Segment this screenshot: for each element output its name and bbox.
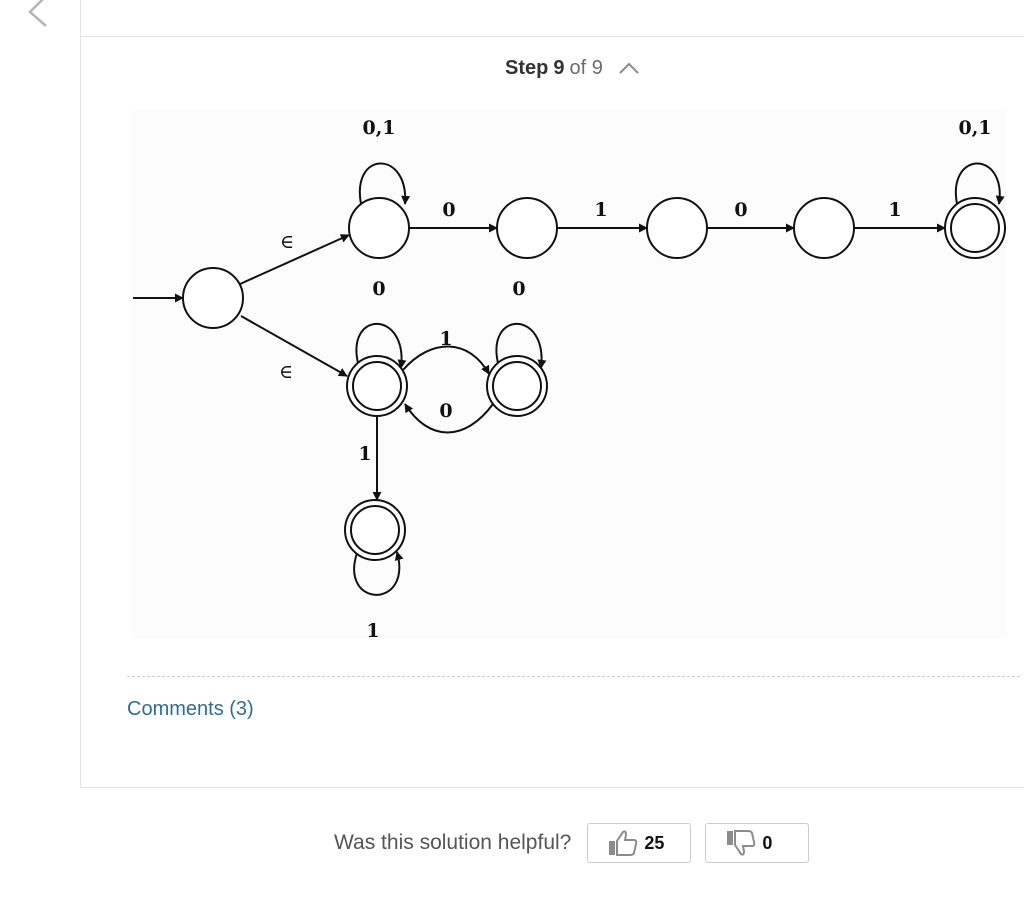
state-q8 — [344, 499, 406, 561]
transition-label: 0 — [512, 278, 525, 300]
upvote-count: 25 — [644, 832, 665, 853]
upvote-button[interactable]: 25 — [587, 823, 692, 863]
state-q8-accept-ring — [350, 505, 400, 555]
transition-label: 0 — [372, 278, 385, 300]
transition-label: 0 — [442, 199, 455, 221]
chevron-up-icon[interactable] — [618, 61, 640, 75]
transition-label: 0 — [734, 199, 747, 221]
thumbs-up-icon — [609, 830, 638, 856]
transition-label: 0,1 — [958, 117, 991, 139]
panel-divider — [81, 36, 1024, 37]
transition-q6-q7 — [402, 345, 490, 375]
transition-label: 1 — [888, 199, 901, 221]
nfa-diagram: ∈ ∈ 0,1 0 1 0 1 0,1 0 1 0 0 1 1 — [131, 110, 1007, 638]
transition-q6-q6 — [355, 322, 407, 369]
transition-q5-q5 — [954, 162, 1005, 205]
transition-label: ∈ — [279, 361, 293, 383]
state-q7-accept-ring — [492, 361, 542, 411]
transition-label: ∈ — [280, 231, 294, 253]
solution-step-panel: Step 9 of 9 ∈ ∈ 0,1 0 1 0 1 0,1 0 1 0 0 1 1 Comments … — [80, 0, 1024, 788]
nfa-diagram-svg: ∈ ∈ 0,1 0 1 0 1 0,1 0 1 0 0 1 1 — [133, 117, 1006, 638]
comments-divider — [127, 676, 1020, 677]
transition-label: 0 — [439, 400, 452, 422]
downvote-button[interactable]: 0 — [705, 823, 810, 863]
state-q6 — [346, 355, 408, 417]
transition-label: 1 — [358, 443, 371, 465]
transition-q7-q6 — [404, 403, 494, 434]
transition-label: 1 — [439, 328, 452, 350]
state-q3 — [646, 197, 708, 259]
transition-start-q1 — [239, 234, 350, 285]
thumbs-down-icon — [727, 830, 756, 856]
transition-q7-q7 — [495, 322, 547, 369]
step-word: Step — [505, 56, 549, 79]
state-q1 — [348, 197, 410, 259]
state-q5-accept-ring — [950, 203, 1000, 253]
state-q5 — [944, 197, 1006, 259]
state-q2 — [496, 197, 558, 259]
transition-label: 1 — [594, 199, 607, 221]
state-q6-accept-ring — [352, 361, 402, 411]
state-q7 — [486, 355, 548, 417]
transition-label: 0,1 — [362, 117, 395, 139]
state-q4 — [793, 197, 855, 259]
transition-label: 1 — [366, 620, 379, 638]
transition-q1-q1 — [358, 162, 411, 205]
step-number: 9 — [553, 56, 565, 79]
step-total: of 9 — [569, 56, 603, 79]
back-chevron-icon[interactable] — [22, 0, 52, 28]
downvote-count: 0 — [762, 832, 773, 853]
feedback-bar: Was this solution helpful? 25 0 — [334, 822, 810, 864]
transition-start-q6 — [240, 315, 348, 377]
step-header[interactable]: Step 9 of 9 — [505, 56, 640, 80]
feedback-question: Was this solution helpful? — [334, 831, 572, 854]
state-start — [182, 267, 244, 329]
comments-link[interactable]: Comments (3) — [127, 698, 254, 720]
transition-q8-q8 — [353, 551, 404, 596]
